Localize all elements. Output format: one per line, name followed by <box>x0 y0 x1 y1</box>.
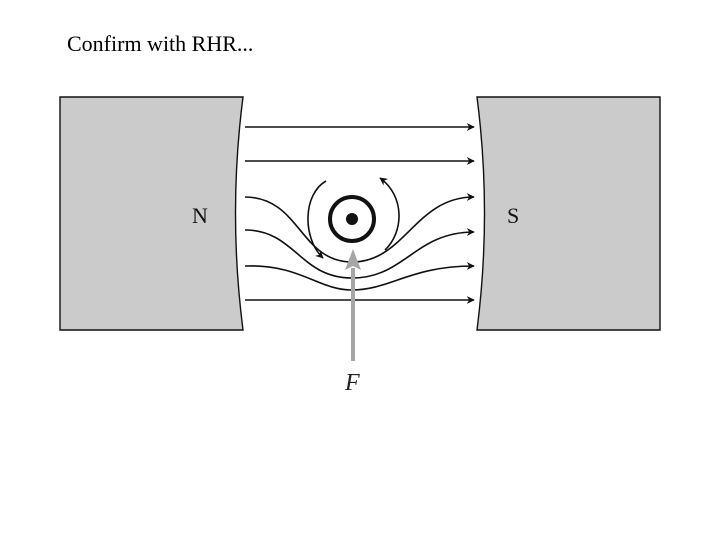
south-pole-label: S <box>507 203 519 228</box>
circular-field-left <box>307 180 327 259</box>
north-pole <box>59 96 244 331</box>
south-pole <box>476 96 661 331</box>
circular-field-right <box>379 177 400 251</box>
force-arrow-head <box>345 249 361 270</box>
current-out-of-page-dot-icon <box>346 213 358 225</box>
north-pole-label: N <box>192 203 208 228</box>
slide-caption: Confirm with RHR... <box>67 31 254 56</box>
force-label: F <box>344 370 360 396</box>
